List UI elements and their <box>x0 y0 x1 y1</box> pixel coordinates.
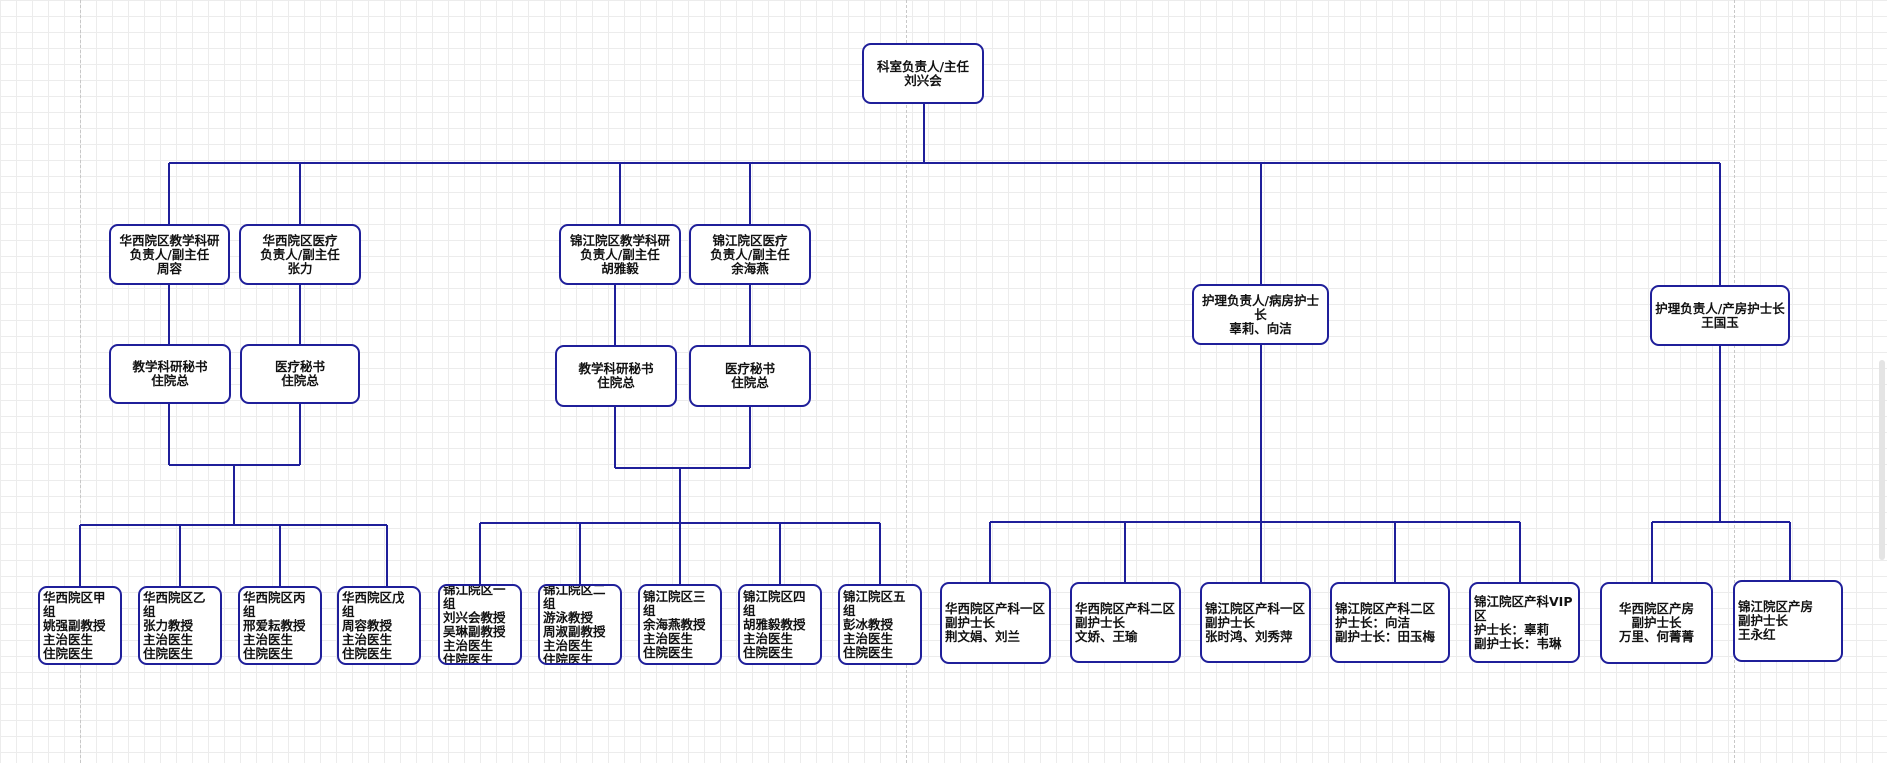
node-label: 华西院区教学科研 负责人/副主任 周容 <box>119 232 220 276</box>
node-hx-group-c[interactable]: 华西院区丙 组 邢爱耘教授 主治医生 住院医生 <box>238 586 322 665</box>
node-label: 华西院区丙 组 邢爱耘教授 主治医生 住院医生 <box>243 589 306 661</box>
root-name: 刘兴会 <box>904 72 942 88</box>
node-hx-medical-secretary[interactable]: 医疗秘书 住院总 <box>240 344 360 404</box>
node-label: 锦江院区三 组 余海燕教授 主治医生 住院医生 <box>643 588 706 660</box>
guide-line-right <box>1734 0 1735 763</box>
node-label: 锦江院区产科VIP 区 护士长：辜莉 副护士长：韦琳 <box>1474 593 1573 651</box>
node-label: 华西院区甲 组 姚强副教授 主治医生 住院医生 <box>43 589 106 661</box>
node-label: 华西院区产房 副护士长 万里、何菁菁 <box>1618 601 1694 644</box>
node-jj-teaching-lead[interactable]: 锦江院区教学科研 负责人/副主任 胡雅毅 <box>559 224 681 285</box>
node-jj-ward-2[interactable]: 锦江院区产科二区 护士长：向洁 副护士长：田玉梅 <box>1330 582 1450 663</box>
node-hx-group-a[interactable]: 华西院区甲 组 姚强副教授 主治医生 住院医生 <box>38 586 122 665</box>
node-label: 护理负责人/病房护士 长 辜莉、向洁 <box>1201 292 1320 336</box>
root-node[interactable]: 科室负责人/主任刘兴会 <box>862 43 984 104</box>
node-label: 锦江院区产房 副护士长 王永红 <box>1738 599 1814 642</box>
node-label: 锦江院区五 组 彭冰教授 主治医生 住院医生 <box>843 588 906 660</box>
node-nursing-ward-lead[interactable]: 护理负责人/病房护士 长 辜莉、向洁 <box>1192 284 1329 345</box>
node-jj-group-1[interactable]: 锦江院区一 组 刘兴会教授 吴琳副教授 主治医生 住院医生 <box>438 584 522 665</box>
node-label: 锦江院区二 组 游泳教授 周淑副教授 主治医生 住院医生 <box>543 584 606 665</box>
node-label: 医疗秘书 住院总 <box>274 359 325 388</box>
node-label: 华西院区医疗 负责人/副主任 张力 <box>260 232 340 276</box>
node-label: 锦江院区医疗 负责人/副主任 余海燕 <box>710 232 790 276</box>
node-jj-teaching-secretary[interactable]: 教学科研秘书 住院总 <box>555 345 677 407</box>
node-label: 教学科研秘书 住院总 <box>132 359 208 388</box>
node-jj-group-4[interactable]: 锦江院区四 组 胡雅毅教授 主治医生 住院医生 <box>738 584 822 665</box>
node-label: 医疗秘书 住院总 <box>724 361 775 390</box>
node-label: 锦江院区一 组 刘兴会教授 吴琳副教授 主治医生 住院医生 <box>443 584 506 665</box>
node-label: 华西院区产科二区 副护士长 文娇、王瑜 <box>1075 600 1176 644</box>
root-title: 科室负责人/主任 <box>876 58 970 74</box>
node-hx-group-b[interactable]: 华西院区乙 组 张力教授 主治医生 住院医生 <box>138 586 222 665</box>
node-label: 护理负责人/产房护士长 王国玉 <box>1655 300 1785 330</box>
node-hx-teaching-lead[interactable]: 华西院区教学科研 负责人/副主任 周容 <box>109 224 230 285</box>
guide-line-middle <box>906 0 907 763</box>
node-jj-medical-secretary[interactable]: 医疗秘书 住院总 <box>689 345 811 407</box>
node-label: 锦江院区四 组 胡雅毅教授 主治医生 住院医生 <box>743 588 806 660</box>
node-hx-group-d[interactable]: 华西院区戊 组 周容教授 主治医生 住院医生 <box>337 586 421 665</box>
scrollbar[interactable] <box>1879 360 1885 560</box>
node-hx-medical-lead[interactable]: 华西院区医疗 负责人/副主任 张力 <box>239 224 361 285</box>
node-jj-ward-1[interactable]: 锦江院区产科一区 副护士长 张时鸿、刘秀萍 <box>1200 582 1311 663</box>
node-hx-ward-1[interactable]: 华西院区产科一区 副护士长 荆文娟、刘兰 <box>940 582 1051 664</box>
node-label: 华西院区乙 组 张力教授 主治医生 住院医生 <box>143 589 206 661</box>
node-label: 华西院区产科一区 副护士长 荆文娟、刘兰 <box>945 601 1046 644</box>
node-jj-medical-lead[interactable]: 锦江院区医疗 负责人/副主任 余海燕 <box>689 224 811 285</box>
node-label: 锦江院区产科一区 副护士长 张时鸿、刘秀萍 <box>1205 600 1306 644</box>
node-hx-delivery[interactable]: 华西院区产房 副护士长 万里、何菁菁 <box>1600 582 1713 664</box>
guide-line-left <box>80 0 81 763</box>
node-jj-delivery[interactable]: 锦江院区产房 副护士长 王永红 <box>1733 580 1843 662</box>
node-jj-ward-vip[interactable]: 锦江院区产科VIP 区 护士长：辜莉 副护士长：韦琳 <box>1469 582 1580 663</box>
node-nursing-delivery-lead[interactable]: 护理负责人/产房护士长 王国玉 <box>1650 285 1790 346</box>
node-label: 锦江院区产科二区 护士长：向洁 副护士长：田玉梅 <box>1335 600 1436 644</box>
node-hx-teaching-secretary[interactable]: 教学科研秘书 住院总 <box>109 344 231 404</box>
node-jj-group-2[interactable]: 锦江院区二 组 游泳教授 周淑副教授 主治医生 住院医生 <box>538 584 622 665</box>
node-hx-ward-2[interactable]: 华西院区产科二区 副护士长 文娇、王瑜 <box>1070 582 1181 663</box>
node-label: 华西院区戊 组 周容教授 主治医生 住院医生 <box>342 589 405 661</box>
node-jj-group-3[interactable]: 锦江院区三 组 余海燕教授 主治医生 住院医生 <box>638 584 722 665</box>
node-label: 锦江院区教学科研 负责人/副主任 胡雅毅 <box>569 232 670 276</box>
node-jj-group-5[interactable]: 锦江院区五 组 彭冰教授 主治医生 住院医生 <box>838 584 922 665</box>
node-label: 教学科研秘书 住院总 <box>578 361 654 390</box>
